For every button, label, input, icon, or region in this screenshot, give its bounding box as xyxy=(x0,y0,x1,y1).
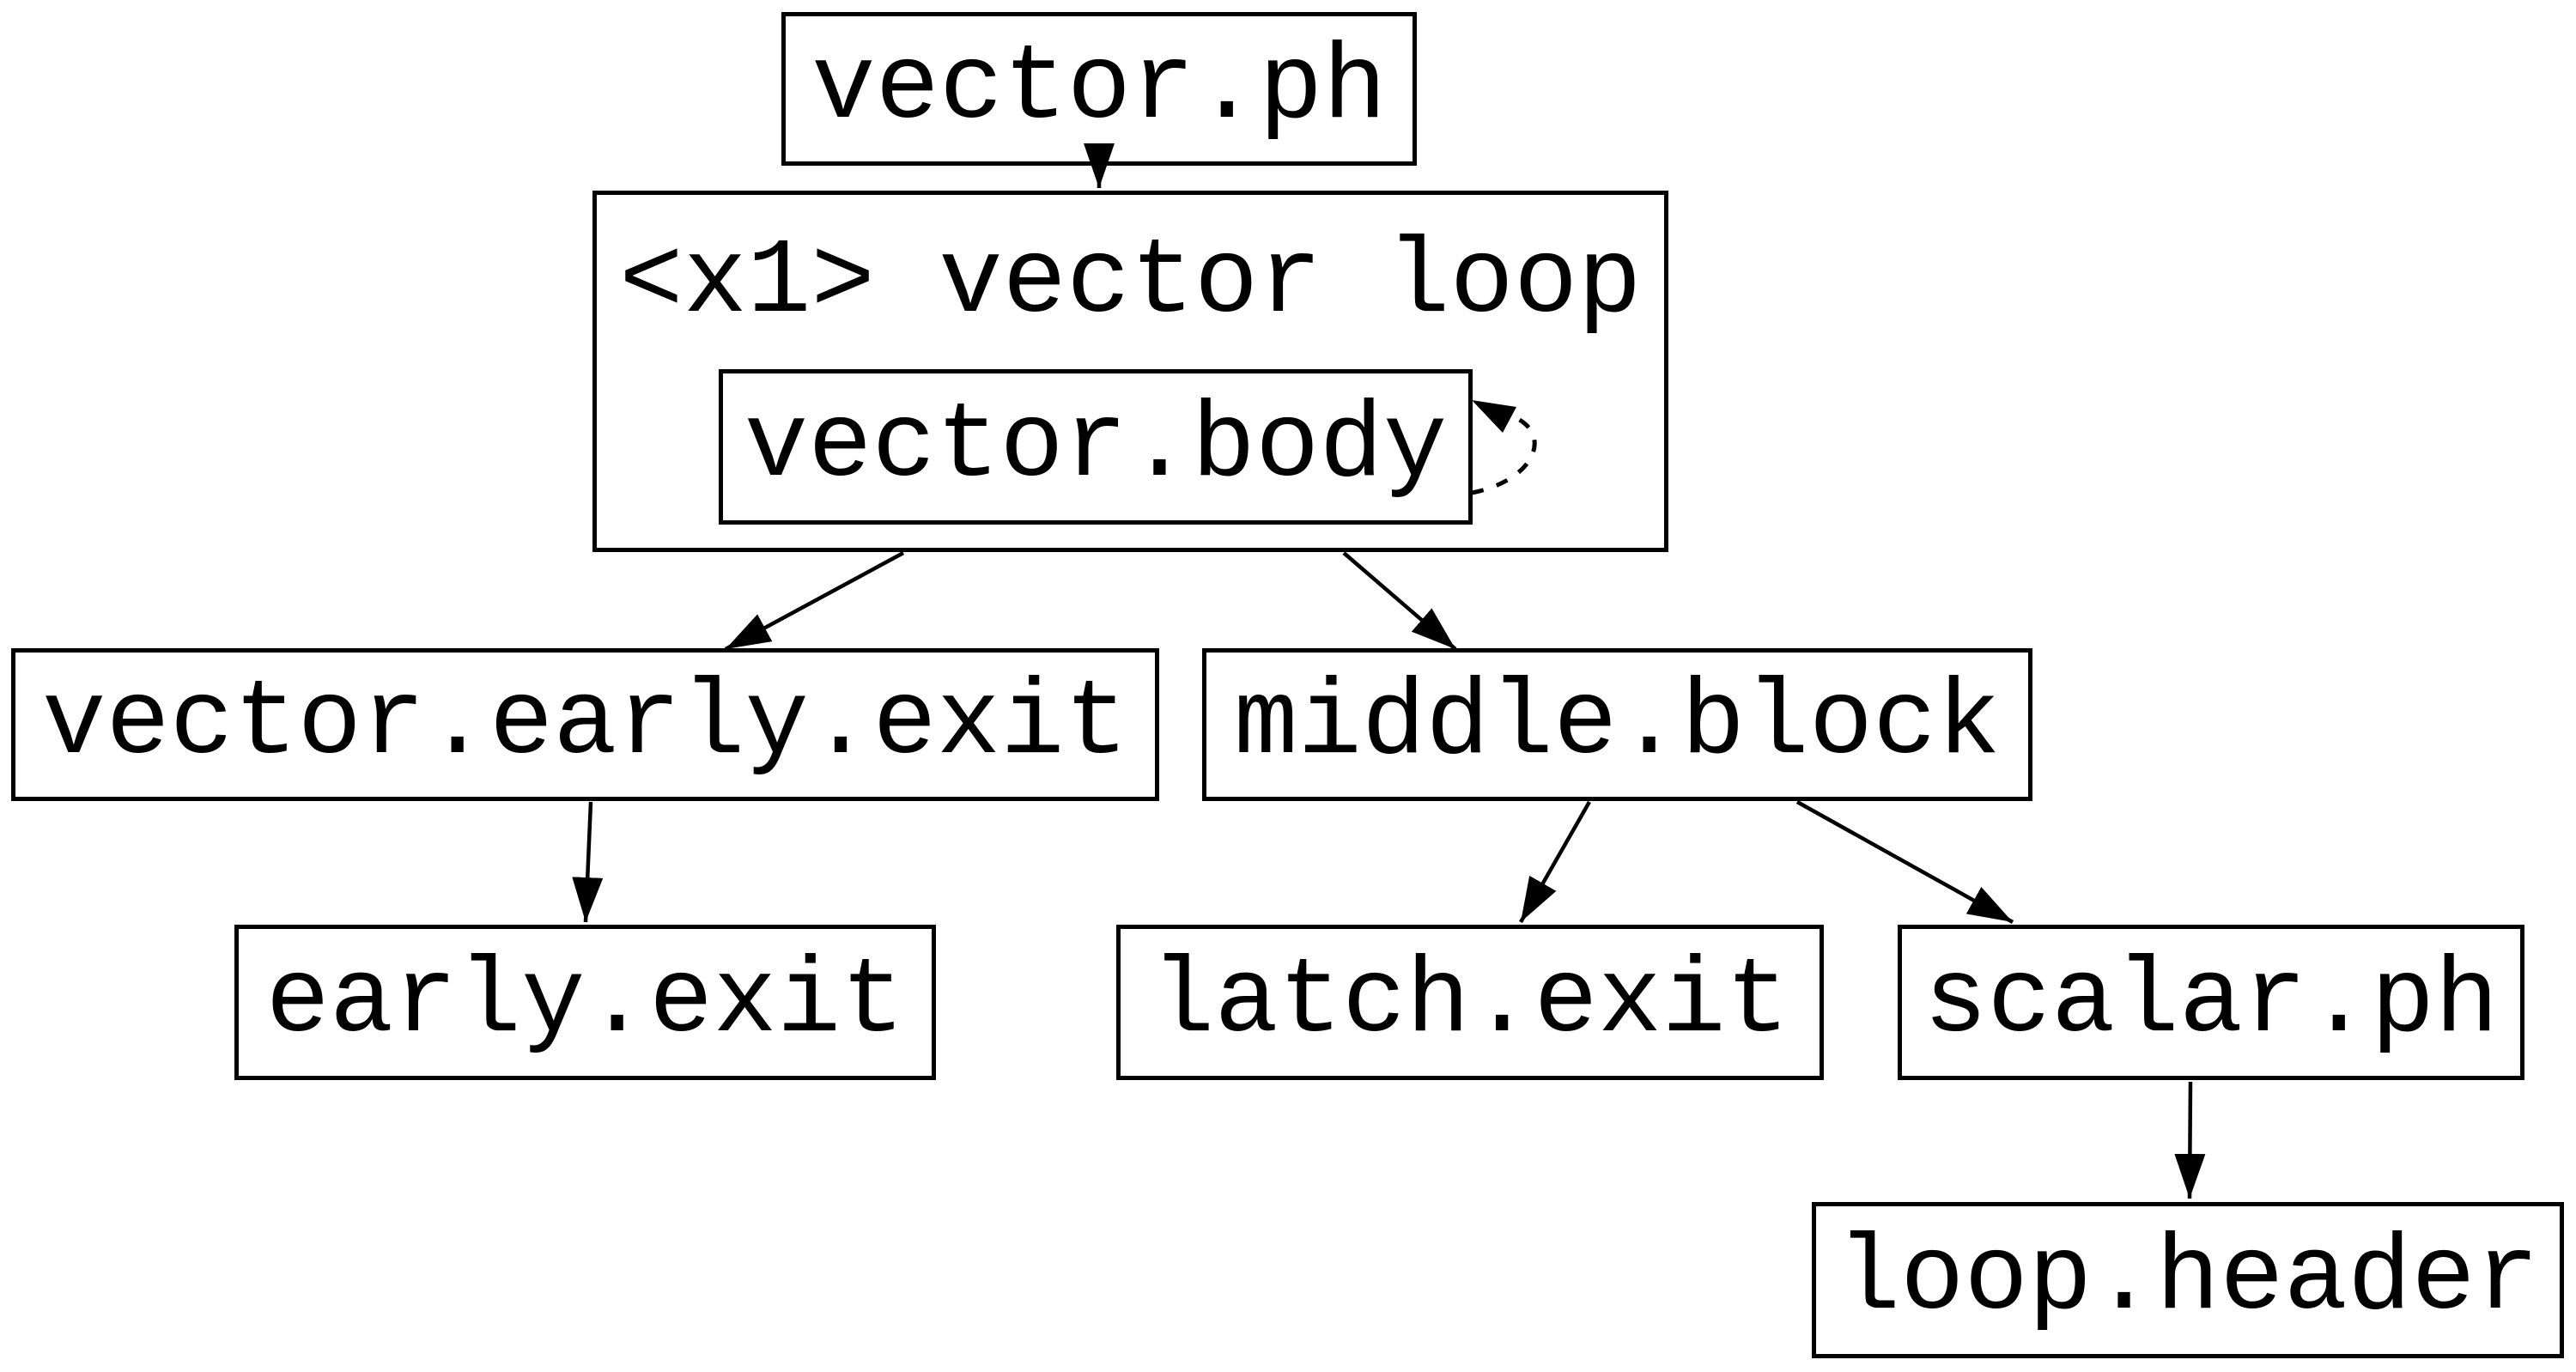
node-scalar-ph-label: scalar.ph xyxy=(1923,942,2499,1063)
node-loop-header-label: loop.header xyxy=(1836,1220,2540,1340)
edge-vector-early-exit-to-early-exit xyxy=(572,801,604,923)
node-early-exit-label: early.exit xyxy=(265,942,905,1063)
node-vector-body: vector.body xyxy=(719,369,1473,525)
node-vector-early-exit-label: vector.early.exit xyxy=(41,665,1128,785)
node-early-exit: early.exit xyxy=(234,925,936,1080)
node-latch-exit-label: latch.exit xyxy=(1150,942,1790,1063)
node-latch-exit: latch.exit xyxy=(1116,925,1824,1080)
node-vector-ph: vector.ph xyxy=(781,12,1417,166)
node-middle-block-label: middle.block xyxy=(1234,665,2001,785)
node-vector-early-exit: vector.early.exit xyxy=(11,648,1159,801)
node-vector-ph-label: vector.ph xyxy=(811,28,1387,149)
node-vector-body-label: vector.body xyxy=(744,386,1448,507)
edge-vector-loop-to-vector-early-exit xyxy=(724,551,905,651)
node-vector-loop-label: <x1> vector loop xyxy=(619,222,1642,343)
edge-middle-block-to-scalar-ph xyxy=(1795,800,2014,924)
node-vector-loop: <x1> vector loop vector.body xyxy=(592,191,1668,552)
node-middle-block: middle.block xyxy=(1202,648,2032,801)
node-loop-header: loop.header xyxy=(1812,1202,2564,1358)
node-scalar-ph: scalar.ph xyxy=(1898,925,2524,1080)
edge-middle-block-to-latch-exit xyxy=(1519,800,1591,924)
edge-vector-loop-to-middle-block xyxy=(1342,551,1457,651)
